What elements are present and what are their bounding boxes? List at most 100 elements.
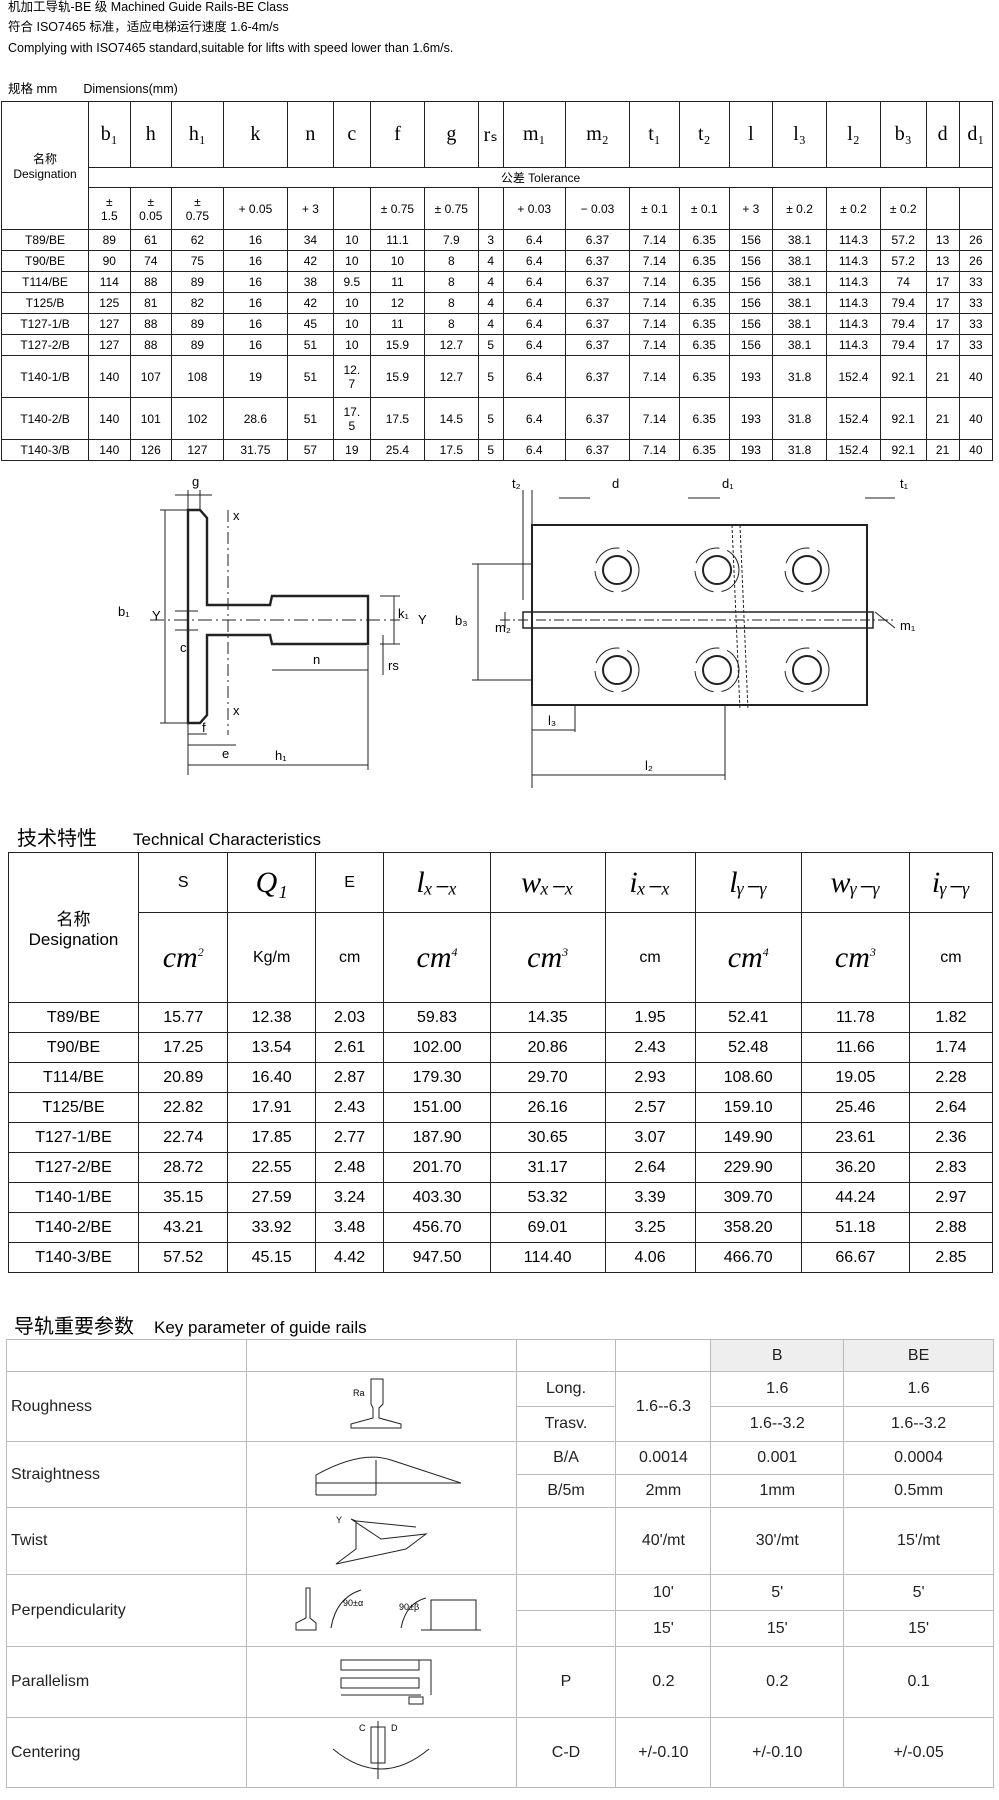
unit-text: cm bbox=[834, 940, 870, 974]
label-t1: t₁ bbox=[900, 476, 909, 491]
table-cell: 7.9 bbox=[423, 229, 479, 251]
table-cell: 7.14 bbox=[629, 271, 680, 293]
tolerance-cell: + 0.03 bbox=[502, 187, 566, 230]
straight-r2-be: 0.5mm bbox=[843, 1474, 994, 1508]
table-cell: 51 bbox=[287, 355, 334, 398]
table-cell: 11.1 bbox=[369, 229, 425, 251]
row-designation: T127-2/BE bbox=[8, 1152, 139, 1183]
row-designation: T89/BE bbox=[0, 229, 90, 251]
table-cell: 5 bbox=[477, 334, 504, 356]
tolerance-cell: + 3 bbox=[287, 187, 334, 230]
dim-symbol: k bbox=[222, 101, 289, 168]
unit-exponent: 3 bbox=[869, 944, 876, 959]
centering-label: Centering bbox=[6, 1717, 247, 1788]
roughness-trasv: Trasv. bbox=[515, 1406, 617, 1442]
table-cell: 6.35 bbox=[678, 334, 730, 356]
table-cell: 61 bbox=[129, 229, 172, 251]
table-cell: 6.37 bbox=[564, 292, 631, 314]
table-cell: 4.06 bbox=[604, 1242, 696, 1273]
table-cell: 17 bbox=[925, 271, 960, 293]
table-cell: 156 bbox=[728, 313, 774, 335]
table-cell: 2.77 bbox=[314, 1122, 385, 1153]
table-cell: 2.28 bbox=[908, 1062, 994, 1093]
table-cell: 31.8 bbox=[772, 397, 828, 440]
parallelism-b: 0.2 bbox=[710, 1646, 845, 1718]
label-h1: h₁ bbox=[275, 748, 287, 763]
table-cell: 152.4 bbox=[826, 439, 881, 461]
table-cell: 27.59 bbox=[227, 1182, 316, 1213]
tech-symbol: S bbox=[137, 852, 229, 913]
row-designation: T140-2/B bbox=[0, 397, 90, 440]
table-cell: 187.90 bbox=[383, 1122, 491, 1153]
table-cell: 6.4 bbox=[502, 355, 566, 398]
dim-symbol: d₁ bbox=[958, 101, 994, 168]
table-cell: 4.42 bbox=[314, 1242, 385, 1273]
table-cell: 358.20 bbox=[694, 1212, 802, 1243]
table-cell: 114.40 bbox=[489, 1242, 606, 1273]
row-designation: T114/BE bbox=[0, 271, 90, 293]
table-cell: 114.3 bbox=[826, 313, 881, 335]
table-cell: 2.57 bbox=[604, 1092, 696, 1123]
table-cell: 7.14 bbox=[629, 439, 680, 461]
table-cell: 5 bbox=[477, 439, 504, 461]
tech-symbol: Q₁ bbox=[227, 852, 316, 913]
bolt-hole bbox=[602, 555, 632, 585]
table-cell: 30.65 bbox=[489, 1122, 606, 1153]
row-designation: T125/BE bbox=[8, 1092, 139, 1123]
tech-unit: Kg/m bbox=[227, 912, 316, 1003]
dim-symbol: l₂ bbox=[826, 101, 881, 168]
table-cell: 114 bbox=[88, 271, 131, 293]
table-cell: 74 bbox=[129, 250, 172, 272]
table-cell: 57.2 bbox=[879, 250, 927, 272]
roughness-be-trasv: 1.6--3.2 bbox=[843, 1406, 994, 1442]
table-cell: 140 bbox=[88, 355, 131, 398]
table-cell: 7.14 bbox=[629, 355, 680, 398]
table-cell: 2.88 bbox=[908, 1212, 994, 1243]
ang2-label: 90±β bbox=[399, 1602, 419, 1612]
table-cell: 89 bbox=[88, 229, 131, 251]
table-cell: 6.4 bbox=[502, 439, 566, 461]
table-cell: 31.17 bbox=[489, 1152, 606, 1183]
table-cell: 88 bbox=[129, 271, 172, 293]
tolerance-cell: − 0.03 bbox=[564, 187, 631, 230]
table-cell: 79.4 bbox=[879, 292, 927, 314]
straight-r2-v1: 2mm bbox=[615, 1474, 712, 1508]
table-cell: 52.48 bbox=[694, 1032, 802, 1063]
label-d: d bbox=[612, 476, 619, 491]
table-cell: 25.46 bbox=[800, 1092, 910, 1123]
row-designation: T140-1/B bbox=[0, 355, 90, 398]
table-cell: 114.3 bbox=[826, 292, 881, 314]
table-cell: 92.1 bbox=[879, 439, 927, 461]
table-cell: 17. 5 bbox=[332, 397, 371, 440]
table-cell: 114.3 bbox=[826, 334, 881, 356]
table-cell: 6.4 bbox=[502, 271, 566, 293]
table-cell: 26 bbox=[958, 229, 994, 251]
bolt-hole-outline bbox=[784, 647, 830, 693]
table-cell: 152.4 bbox=[826, 355, 881, 398]
table-cell: 33 bbox=[958, 271, 994, 293]
table-cell: 69.01 bbox=[489, 1212, 606, 1243]
tolerance-cell: ± 1.5 bbox=[88, 187, 131, 230]
table-cell: 52.41 bbox=[694, 1002, 802, 1033]
table-cell: 127 bbox=[170, 439, 224, 461]
roughness-sketch: Ra bbox=[245, 1371, 517, 1442]
table-cell: 92.1 bbox=[879, 355, 927, 398]
table-cell: 38.1 bbox=[772, 229, 828, 251]
tech-title-en: Technical Characteristics bbox=[133, 830, 322, 849]
table-cell: 7.14 bbox=[629, 334, 680, 356]
c-label: C bbox=[359, 1723, 366, 1733]
dim-symbol: t₁ bbox=[629, 101, 680, 168]
table-cell: 23.61 bbox=[800, 1122, 910, 1153]
label-n: n bbox=[313, 652, 320, 667]
label-f: f bbox=[202, 720, 206, 735]
tech-unit: cm bbox=[908, 912, 994, 1003]
table-cell: 12.7 bbox=[423, 334, 479, 356]
table-cell: 156 bbox=[728, 229, 774, 251]
row-designation: T140-3/BE bbox=[8, 1242, 139, 1273]
col-b: B bbox=[710, 1339, 845, 1372]
dim-symbol: h₁ bbox=[170, 101, 224, 168]
label-y-right: Y bbox=[418, 612, 427, 627]
